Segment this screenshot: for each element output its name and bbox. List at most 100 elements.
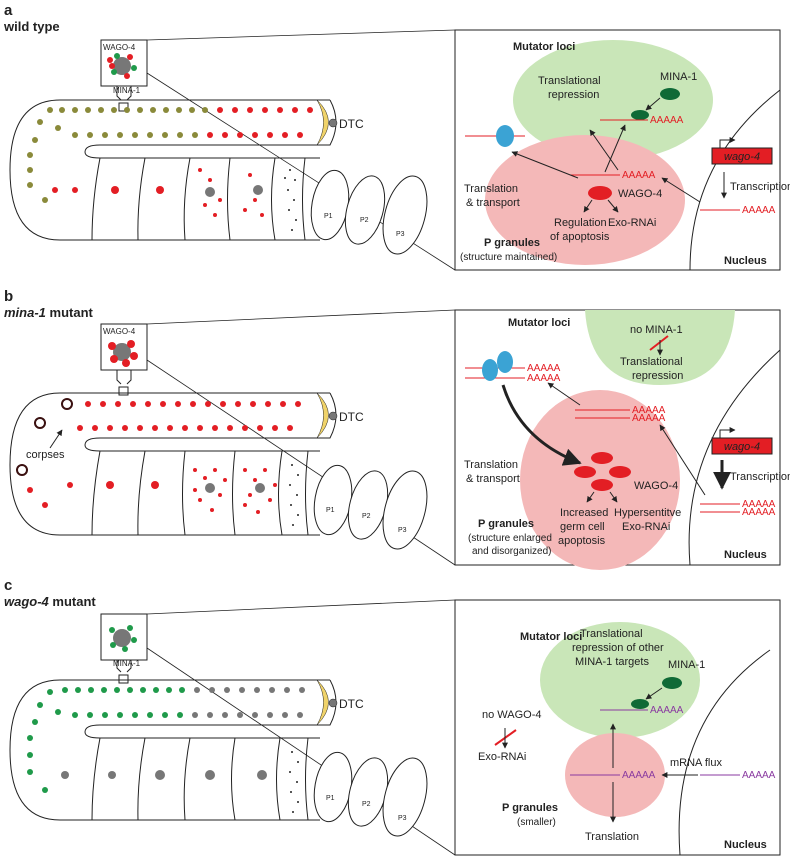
- panel-letter: a: [4, 2, 13, 19]
- inset-label-wago4: WAGO-4: [103, 43, 136, 52]
- nucleus-membrane: [678, 649, 771, 856]
- cell-label-p1: P1: [326, 507, 335, 514]
- trans-rep-line1: Translational: [580, 628, 643, 640]
- p-granules-note2: and disorganized): [472, 546, 552, 557]
- gene-label: wago-4: [724, 441, 760, 453]
- nucleus-membrane: [689, 89, 781, 271]
- polyA: AAAAA: [632, 413, 666, 424]
- gonad: DTC corpses: [9, 392, 428, 550]
- nucleus-label: Nucleus: [724, 549, 767, 561]
- inset-label-wago4: WAGO-4: [103, 327, 136, 336]
- wago4-label: WAGO-4: [618, 188, 662, 200]
- p-granule-region: [485, 135, 685, 265]
- transcription-label: Transcription: [730, 181, 790, 193]
- p-granules-note: (smaller): [517, 817, 556, 828]
- wago4-label: WAGO-4: [634, 480, 678, 492]
- polyA: AAAAA: [527, 373, 561, 384]
- no-mina1-label: no MINA-1: [630, 324, 683, 336]
- wago4-protein: [588, 186, 612, 200]
- translation-label: Translation: [585, 831, 639, 843]
- polyA: AAAAA: [650, 705, 684, 716]
- trans-rep-line3: MINA-1 targets: [575, 656, 649, 668]
- polyA: AAAAA: [622, 770, 656, 781]
- cell-label-p2: P2: [360, 217, 369, 224]
- mina1-protein: [662, 677, 682, 689]
- granule-cell: [113, 57, 131, 75]
- nucleus-membrane: [688, 349, 781, 566]
- gonad: DTC: [9, 99, 428, 255]
- panel-title: wild type: [3, 19, 60, 34]
- transport-label: & transport: [466, 197, 520, 209]
- panel-letter: c: [4, 577, 12, 594]
- p-granules-note: (structure maintained): [460, 252, 557, 263]
- panel-title: wago-4 mutant: [4, 594, 96, 609]
- dtc-label: DTC: [339, 697, 364, 711]
- exo-rnai-label: Exo-RNAi: [608, 217, 656, 229]
- polyA: AAAAA: [527, 363, 561, 374]
- trans-rep-line1: Translational: [620, 356, 683, 368]
- cell-label-p3: P3: [396, 231, 405, 238]
- p-granules-note: (structure enlarged: [468, 533, 552, 544]
- germ-cell-label: germ cell: [560, 521, 605, 533]
- inset-label-mina1: MINA-1: [113, 659, 141, 668]
- increased-label: Increased: [560, 507, 608, 519]
- nucleus-label: Nucleus: [724, 255, 767, 267]
- ribosome: [496, 125, 514, 147]
- trans-rep-line2: repression: [548, 89, 599, 101]
- polyA: AAAAA: [742, 205, 776, 216]
- dtc-label: DTC: [339, 410, 364, 424]
- mina1-label: MINA-1: [668, 659, 705, 671]
- exo-rnai-label: Exo-RNAi: [478, 751, 526, 763]
- mutator-loci-label: Mutator loci: [508, 317, 570, 329]
- mutator-loci-label: Mutator loci: [520, 631, 582, 643]
- wago4-aggregates: [574, 452, 631, 491]
- no-wago4-label: no WAGO-4: [482, 709, 542, 721]
- trans-rep-line2: repression: [632, 370, 683, 382]
- cell-label-p3: P3: [398, 815, 407, 822]
- panel-title: mina-1 mutant: [4, 305, 94, 320]
- cell-label-p1: P1: [324, 213, 333, 220]
- gene-label: wago-4: [724, 151, 760, 163]
- panel-a: a wild type WAGO-4 MINA-1 DTC: [3, 2, 790, 271]
- polyA: AAAAA: [742, 507, 776, 518]
- trans-rep-line2: repression of other: [572, 642, 664, 654]
- transport-label: & transport: [466, 473, 520, 485]
- mechanism-box: Mutator loci Translational repression of…: [454, 599, 781, 856]
- mina1-protein: [660, 88, 680, 100]
- p-granules-label: P granules: [484, 237, 540, 249]
- apoptosis-label: apoptosis: [558, 535, 606, 547]
- inset-zoom: WAGO-4 MINA-1: [100, 39, 148, 112]
- p-granules-label: P granules: [502, 802, 558, 814]
- mrna-flux-label: mRNA flux: [670, 757, 722, 769]
- inset-zoom: WAGO-4: [100, 323, 148, 396]
- p-granules-label: P granules: [478, 518, 534, 530]
- cell-label-p2: P2: [362, 513, 371, 520]
- apoptosis-label: of apoptosis: [550, 231, 610, 243]
- gonad: DTC: [9, 679, 428, 837]
- cell-label-p3: P3: [398, 527, 407, 534]
- transcription-label: Transcription: [730, 471, 790, 483]
- polyA: AAAAA: [622, 170, 656, 181]
- inset-label-mina1: MINA-1: [113, 86, 141, 95]
- gene-box: [711, 147, 773, 165]
- mutator-loci-label: Mutator loci: [513, 41, 575, 53]
- gene-box: [711, 437, 773, 455]
- panel-letter: b: [4, 288, 13, 305]
- exo-rnai-label: Exo-RNAi: [622, 521, 670, 533]
- germ-cell-row: [27, 107, 208, 203]
- polyA: AAAAA: [742, 770, 776, 781]
- panel-c: c wago-4 mutant MINA-1 DTC: [4, 577, 781, 856]
- mechanism-box: Mutator loci no MINA-1 Translational rep…: [454, 309, 790, 570]
- panel-b: b mina-1 mutant WAGO-4 DTC corpses: [4, 288, 790, 570]
- polyA: AAAAA: [632, 405, 666, 416]
- translation-label: Translation: [464, 183, 518, 195]
- translation-label: Translation: [464, 459, 518, 471]
- hyper-label: Hypersentitve: [614, 507, 681, 519]
- cell-label-p1: P1: [326, 795, 335, 802]
- cell-label-p2: P2: [362, 801, 371, 808]
- mechanism-box: Mutator loci Translational repression MI…: [454, 29, 790, 271]
- mutator-loci-region: [540, 622, 700, 738]
- dtc-label: DTC: [339, 117, 364, 131]
- mina1-label: MINA-1: [660, 71, 697, 83]
